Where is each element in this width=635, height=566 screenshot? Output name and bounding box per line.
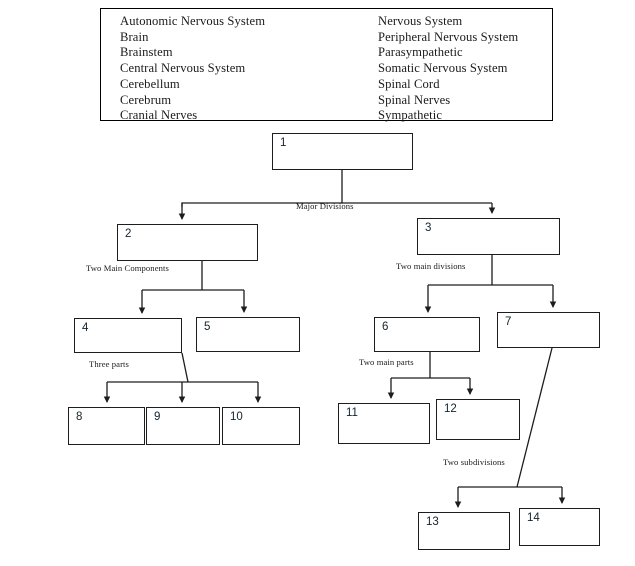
word-bank-item: Peripheral Nervous System — [378, 29, 519, 44]
node-box-4[interactable]: 4 — [74, 318, 182, 353]
node-box-12[interactable]: 12 — [436, 399, 520, 440]
node-box-6[interactable]: 6 — [374, 317, 480, 352]
word-bank-item: Cerebellum — [120, 76, 180, 91]
word-bank-item: Central Nervous System — [120, 61, 246, 76]
word-bank-item: Cranial Nerves — [120, 108, 198, 123]
node-box-7[interactable]: 7 — [497, 312, 600, 348]
node-number: 11 — [346, 407, 358, 419]
node-box-9[interactable]: 9 — [146, 407, 220, 445]
node-number: 13 — [426, 516, 439, 528]
word-bank-item: Autonomic Nervous System — [120, 14, 266, 28]
node-number: 9 — [154, 411, 161, 423]
word-bank-right-column: Nervous System Peripheral Nervous System… — [378, 14, 518, 124]
edge-4-to-children-diagonal — [181, 352, 189, 383]
edge-label-two-main-parts: Two main parts — [359, 357, 414, 367]
node-number: 14 — [527, 512, 540, 524]
word-bank-left-column: Autonomic Nervous System Brain Brainstem… — [120, 14, 265, 124]
edge-label-three-parts: Three parts — [89, 359, 129, 369]
edge-7-to-children-diagonal — [516, 347, 553, 488]
node-box-8[interactable]: 8 — [68, 407, 145, 445]
node-number: 10 — [230, 411, 243, 423]
node-number: 12 — [444, 403, 457, 415]
node-box-5[interactable]: 5 — [196, 317, 300, 352]
node-box-3[interactable]: 3 — [417, 218, 560, 255]
word-bank-item: Sympathetic — [378, 108, 443, 123]
node-number: 7 — [505, 316, 512, 328]
edge-label-two-main-divisions: Two main divisions — [396, 261, 466, 271]
edge-label-two-main-components: Two Main Components — [86, 263, 169, 273]
word-bank: Autonomic Nervous System Brain Brainstem… — [100, 8, 553, 124]
node-number: 5 — [204, 321, 211, 333]
node-number: 2 — [125, 228, 132, 240]
word-bank-item: Brain — [120, 29, 149, 44]
node-box-2[interactable]: 2 — [117, 224, 258, 261]
node-box-14[interactable]: 14 — [519, 508, 600, 546]
word-bank-item: Nervous System — [378, 14, 463, 28]
edge-label-two-subdivisions: Two subdivisions — [443, 457, 505, 467]
word-bank-item: Spinal Nerves — [378, 92, 451, 107]
word-bank-item: Brainstem — [120, 45, 173, 60]
node-box-1[interactable]: 1 — [272, 133, 413, 170]
node-number: 8 — [76, 411, 83, 423]
node-box-11[interactable]: 11 — [338, 403, 430, 444]
word-bank-item: Somatic Nervous System — [378, 61, 508, 76]
node-box-10[interactable]: 10 — [222, 407, 300, 445]
word-bank-item: Spinal Cord — [378, 76, 440, 91]
edge-label-major-divisions: Major Divisions — [296, 201, 354, 211]
word-bank-item: Parasympathetic — [378, 45, 463, 60]
node-number: 1 — [280, 137, 287, 149]
node-box-13[interactable]: 13 — [418, 512, 510, 550]
node-number: 6 — [382, 321, 389, 333]
node-number: 4 — [82, 322, 89, 334]
node-number: 3 — [425, 222, 432, 234]
word-bank-item: Cerebrum — [120, 92, 172, 107]
